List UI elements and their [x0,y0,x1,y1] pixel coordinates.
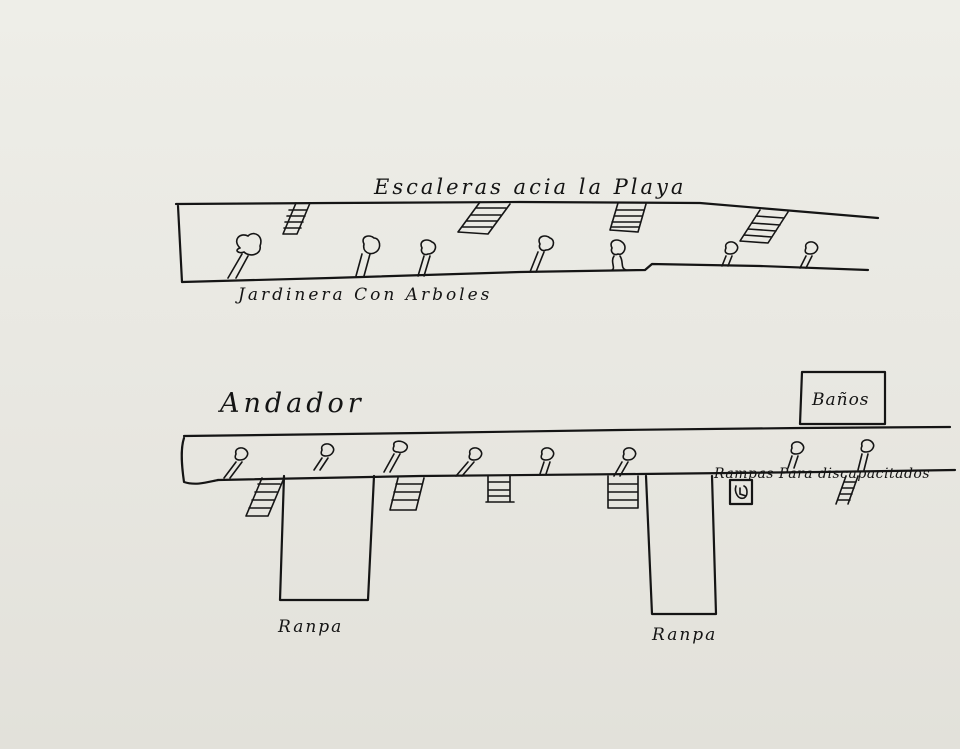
upper-tree-5 [610,239,627,271]
accessible-ramps-label: Rampas Para discapacitados [713,466,930,482]
walkway-tree-6 [613,447,637,477]
upper-tree-2 [355,235,381,277]
upper-stair-2 [457,201,511,235]
walkway-tree-4 [455,447,483,477]
ramp-right-label: Ranpa [651,625,717,645]
walkway-band [180,425,957,485]
ramp-left [278,474,376,602]
upper-tree-7 [799,241,819,269]
ramp-left-label: Ranpa [277,617,343,637]
lower-stair-2 [389,477,425,511]
upper-planter-band [174,200,880,284]
upper-stair-1 [282,202,311,235]
restrooms-label: Baños [811,390,870,410]
lower-stair-5 [835,475,859,505]
walkway-tree-5 [539,447,555,475]
upper-tree-1 [227,232,262,279]
walkway-tree-7 [787,441,805,469]
lower-stair-4 [607,475,639,509]
walkway-tree-8 [857,439,875,471]
walkway-tree-3 [383,440,409,473]
ramp-right [644,474,718,616]
upper-tree-6 [721,241,739,267]
stairs-to-beach-label: Escaleras acia la Playa [373,175,686,199]
lower-stair-3 [485,475,515,503]
walkway-tree-1 [223,447,249,479]
walkway-label: Andador [217,388,365,419]
restroom-box [798,370,887,426]
upper-tree-4 [529,235,555,273]
upper-stair-3 [609,202,647,233]
accessible-ramp-marker [728,478,754,506]
lower-stair-1 [245,477,285,517]
upper-tree-3 [417,239,437,277]
walkway-tree-2 [313,443,335,471]
planter-label: Jardinera Con Arboles [235,285,492,305]
upper-stair-4 [739,209,789,244]
